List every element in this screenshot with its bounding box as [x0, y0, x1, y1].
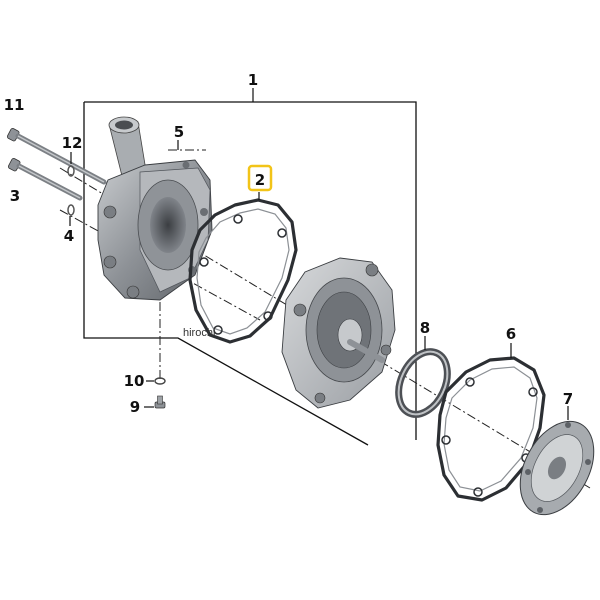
assembly-frame — [83, 88, 417, 446]
callout-2: 2 — [255, 171, 265, 189]
bolt-3 — [7, 158, 83, 201]
bolt-11 — [6, 128, 107, 185]
o-ring-12 — [67, 165, 75, 177]
seal-ring-8 — [395, 336, 451, 418]
o-ring-4 — [67, 204, 75, 216]
gasket-2 — [188, 192, 298, 344]
callout-11: 11 — [4, 96, 25, 114]
callout-9: 9 — [130, 398, 140, 416]
callout-8: 8 — [420, 319, 430, 337]
callout-5: 5 — [174, 123, 184, 141]
callout-4: 4 — [64, 227, 74, 245]
callout-leaders — [69, 152, 154, 408]
callout-1: 1 — [248, 71, 258, 89]
callout-6: 6 — [506, 325, 516, 343]
callout-3: 3 — [10, 187, 20, 205]
callout-labels: 1 2 3 4 5 6 7 8 9 10 11 12 — [4, 71, 574, 416]
pump-housing — [97, 116, 213, 301]
callout-7: 7 — [563, 390, 573, 408]
washer-10 — [154, 377, 166, 385]
screw-9 — [154, 395, 166, 409]
highlight-box-part-2 — [247, 164, 273, 192]
callout-12: 12 — [62, 134, 83, 152]
pump-cover — [281, 257, 396, 409]
callout-10: 10 — [124, 372, 145, 390]
watermark-text: hirochi — [183, 327, 215, 339]
cover-plate-7 — [519, 406, 595, 516]
